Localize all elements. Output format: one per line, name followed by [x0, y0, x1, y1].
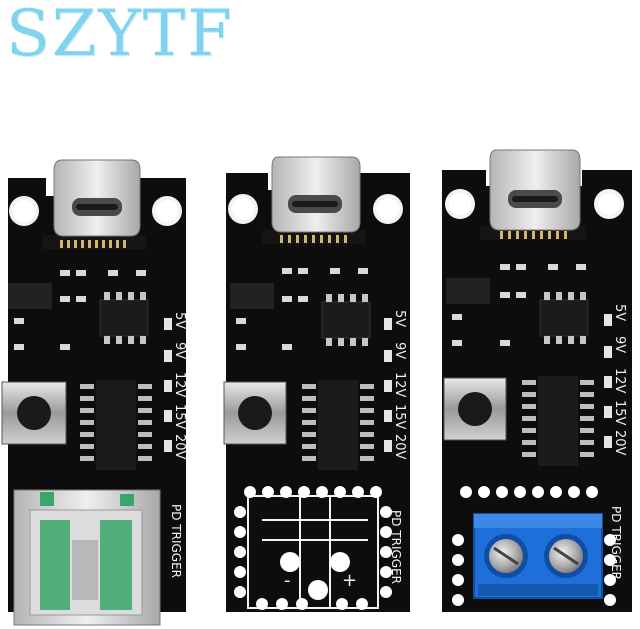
- mounting-hole-icon: [228, 194, 258, 224]
- voltage-label-9v: 9V: [172, 342, 187, 359]
- voltage-label-9v: 9V: [392, 342, 407, 359]
- voltage-label-20v: 20V: [172, 434, 187, 460]
- usb-c-connector: [480, 149, 586, 240]
- voltage-label-15v: 15V: [172, 404, 187, 430]
- pd-trigger-board-usb-a: 5V 9V 12V 15V 20V PD TRIGGER: [1, 159, 187, 626]
- voltage-label-9v: 9V: [612, 336, 627, 353]
- pd-trigger-label: PD TRIGGER: [169, 504, 183, 578]
- voltage-label-20v: 20V: [392, 434, 407, 460]
- voltage-label-12v: 12V: [172, 372, 187, 398]
- usb-c-connector: [42, 159, 146, 249]
- screw-terminal-block: [473, 513, 603, 599]
- mounting-hole-icon: [445, 189, 475, 219]
- push-button: [443, 377, 507, 441]
- mounting-hole-icon: [373, 194, 403, 224]
- brand-logo: SZYTF: [6, 0, 234, 71]
- pd-trigger-board-screw-terminal: 5V 9V 12V 15V 20V PD TRIGGER: [442, 149, 632, 612]
- voltage-label-15v: 15V: [392, 404, 407, 430]
- usb-a-female-connector: [13, 489, 161, 626]
- voltage-label-12v: 12V: [392, 372, 407, 398]
- voltage-label-5v: 5V: [612, 304, 627, 321]
- polarity-minus-label: -: [284, 570, 291, 591]
- mounting-hole-icon: [152, 196, 182, 226]
- push-button: [223, 381, 287, 445]
- pd-trigger-board-solder-pads: 5V 9V 12V 15V 20V PD TRIGGER - +: [223, 156, 410, 612]
- mounting-hole-icon: [9, 196, 39, 226]
- polarity-plus-label: +: [342, 570, 357, 591]
- voltage-label-5v: 5V: [172, 312, 187, 329]
- pd-trigger-label: PD TRIGGER: [389, 510, 403, 584]
- voltage-label-20v: 20V: [612, 430, 627, 456]
- solder-pad-area: [247, 495, 379, 609]
- usb-c-connector: [262, 156, 366, 244]
- screw-icon: [544, 534, 588, 578]
- screw-icon: [484, 534, 528, 578]
- voltage-label-12v: 12V: [612, 368, 627, 394]
- mounting-hole-icon: [594, 189, 624, 219]
- push-button: [1, 381, 67, 445]
- voltage-label-5v: 5V: [392, 310, 407, 327]
- voltage-label-15v: 15V: [612, 400, 627, 426]
